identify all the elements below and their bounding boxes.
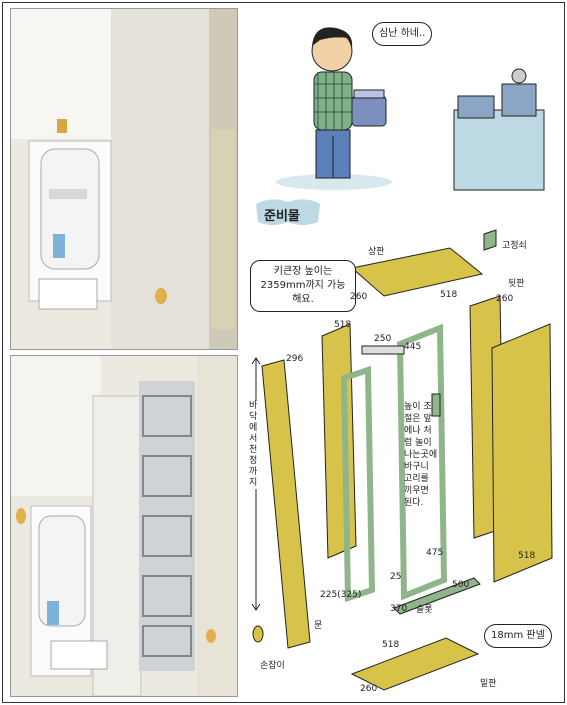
- speech-bubble: 심난 하네..: [372, 22, 433, 46]
- dim-frame-side: 25: [390, 572, 402, 582]
- label-top-panel: 상판: [368, 247, 385, 257]
- photo-cabinet-closed: [10, 8, 238, 350]
- dim-rail-length: 500: [452, 580, 470, 590]
- photo-cabinet-closed-drawing: [11, 9, 237, 349]
- illustration-area: 심난 하네.. 준비물 상판 고정쇠 뒷판 문 손잡이 슬롯 밑판 키큰장 높이…: [244, 6, 560, 696]
- photo-cabinet-open-drawing: [11, 356, 237, 696]
- dim-door-width: 296: [286, 354, 304, 364]
- dim-door-bottom: 225(325): [320, 590, 362, 600]
- photo-cabinet-open: [10, 355, 238, 697]
- dim-back-height: 518: [518, 551, 536, 561]
- dim-bottom-depth: 260: [360, 684, 378, 694]
- dim-frame-width: 445: [404, 342, 422, 352]
- label-door: 문: [314, 621, 323, 631]
- dim-top-width: 518: [440, 290, 458, 300]
- man-figure: [311, 27, 387, 179]
- dim-rail-short: 370: [390, 604, 408, 614]
- dim-frame-bottom: 475: [426, 548, 444, 558]
- label-bracket: 고정쇠: [502, 241, 527, 251]
- label-bottom-panel: 밑판: [480, 679, 497, 689]
- note-height-limit: 키큰장 높이는 2359mm까지 가능 해요.: [250, 260, 356, 312]
- note-floor-to-ceiling: 바닥에서 천정까지: [249, 401, 263, 489]
- dim-bottom-width: 518: [382, 640, 400, 650]
- label-back-panel: 뒷판: [508, 279, 525, 289]
- dim-side-depth: 250: [374, 334, 392, 344]
- label-rail: 슬롯: [416, 605, 433, 615]
- label-handle: 손잡이: [260, 661, 285, 671]
- dim-top-depth: 260: [350, 292, 368, 302]
- note-panel-thickness: 18mm 판넬: [484, 624, 552, 648]
- note-height-adjust: 높이 조절은 앞에나 처럼 놀이 나는곳에 바구니 고리를 끼우면 된다.: [404, 402, 438, 508]
- illustration-drawing: [251, 27, 553, 691]
- dim-side-height: 518: [334, 320, 352, 330]
- dim-back-width: 260: [496, 294, 514, 304]
- heading-preparation: 준비물: [264, 209, 300, 224]
